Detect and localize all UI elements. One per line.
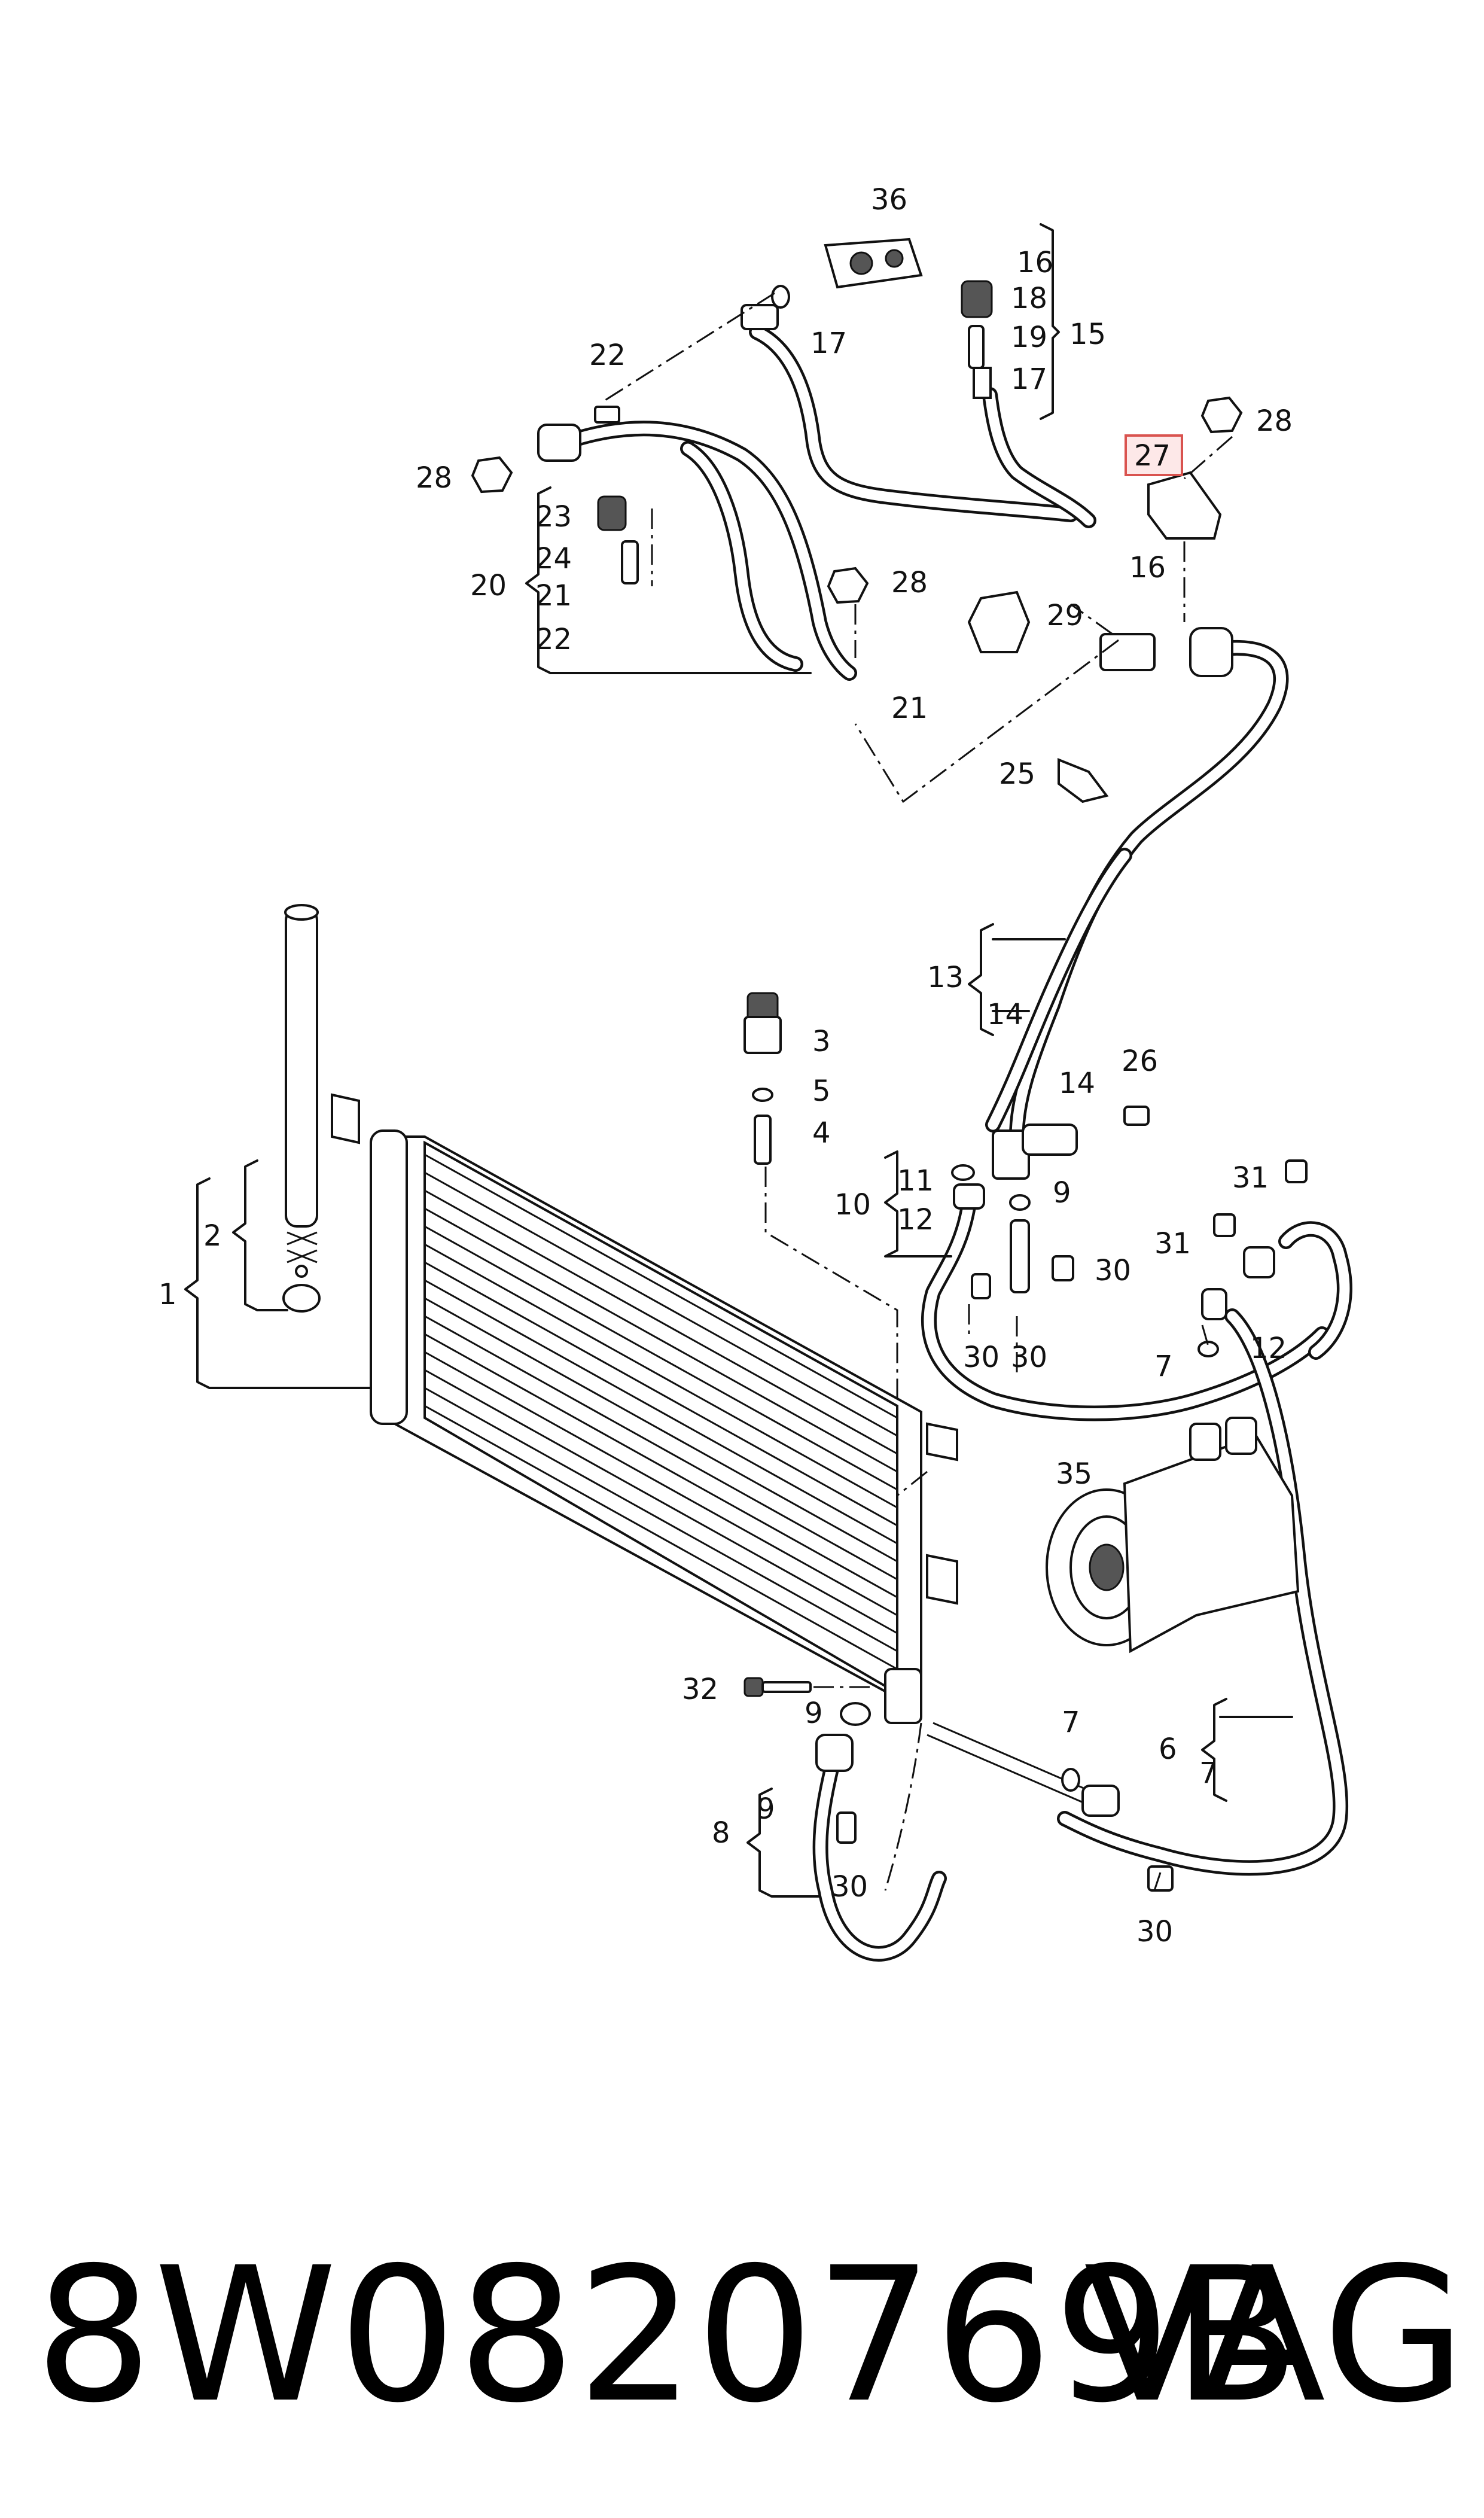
callout-9: 9 <box>757 1792 775 1826</box>
callout-1: 1 <box>159 1278 177 1311</box>
callout-28: 28 <box>891 566 928 599</box>
callout-36: 36 <box>871 183 907 217</box>
bolts-30-31 <box>971 1159 1308 1357</box>
callout-28: 28 <box>416 461 452 495</box>
nut-28-top-right <box>1200 396 1243 434</box>
callout-9: 9 <box>805 1697 823 1730</box>
callout-6: 6 <box>1159 1733 1177 1766</box>
condenser-fins <box>424 1153 898 1670</box>
brand-label: VAG <box>1083 2228 1466 2444</box>
fitting-17-oring <box>741 285 790 330</box>
clip-25 <box>1058 758 1109 803</box>
callout-30: 30 <box>1136 1915 1173 1948</box>
callout-24: 24 <box>535 542 572 576</box>
callout-12: 12 <box>1250 1332 1287 1365</box>
callout-20: 20 <box>470 569 507 602</box>
callout-35: 35 <box>1056 1457 1092 1491</box>
fittings-11-12-9 <box>951 1164 1031 1293</box>
callout-5: 5 <box>812 1074 831 1108</box>
expansion-valve-36 <box>824 238 923 289</box>
callout-17: 17 <box>1011 363 1047 396</box>
callout-21: 21 <box>535 579 572 613</box>
callout-10: 10 <box>834 1188 871 1222</box>
callout-30: 30 <box>963 1341 1000 1374</box>
pressure-sensor-3 <box>743 992 782 1165</box>
callout-31: 31 <box>1232 1161 1269 1195</box>
sensor-29 <box>967 590 1031 653</box>
callout-17: 17 <box>810 327 847 360</box>
callout-23: 23 <box>535 500 572 534</box>
callout-18: 18 <box>1011 282 1047 315</box>
callout-9: 9 <box>1053 1176 1071 1210</box>
footer: 8W0820769B VAG <box>0 2208 1484 2465</box>
fitting-22 <box>537 406 620 462</box>
callout-26: 26 <box>1122 1045 1158 1078</box>
callout-13: 13 <box>927 961 964 994</box>
bottom-fittings <box>815 1702 1174 1892</box>
leader-lines <box>604 292 1233 1891</box>
ac-parts-diagram: 36 16 18 15 19 17 17 22 28 27 28 23 24 2… <box>159 183 1352 1962</box>
group-brackets <box>184 223 1293 1898</box>
callout-3: 3 <box>812 1025 831 1058</box>
callout-19: 19 <box>1011 321 1047 354</box>
nut-28-mid <box>827 567 869 604</box>
callout-14: 14 <box>1059 1067 1095 1100</box>
callout-8: 8 <box>712 1816 730 1850</box>
refrigerant-pipes <box>548 324 1352 1962</box>
callout-22: 22 <box>535 623 572 656</box>
callout-31: 31 <box>1154 1227 1191 1260</box>
callout-22: 22 <box>589 339 626 372</box>
callout-2: 2 <box>203 1219 222 1253</box>
callout-12: 12 <box>897 1203 934 1237</box>
service-valve-15 <box>961 280 993 399</box>
nut-28-top-left <box>471 456 513 494</box>
service-valve-20 <box>597 495 639 584</box>
callout-30: 30 <box>1095 1254 1131 1287</box>
receiver-drier <box>282 904 321 1313</box>
callout-15: 15 <box>1069 318 1106 351</box>
callout-30: 30 <box>1011 1341 1047 1374</box>
callout-11: 11 <box>897 1164 934 1198</box>
bolt-32 <box>743 1677 812 1697</box>
callout-30: 30 <box>831 1870 868 1904</box>
callout-32: 32 <box>682 1673 718 1706</box>
callout-4: 4 <box>812 1116 831 1150</box>
callout-28: 28 <box>1256 404 1293 438</box>
callout-16: 16 <box>1017 246 1053 279</box>
condenser <box>331 1093 958 1724</box>
clamp-14 <box>992 1106 1150 1180</box>
callout-25: 25 <box>999 757 1035 791</box>
callout-labels: 36 16 18 15 19 17 17 22 28 27 28 23 24 2… <box>159 183 1293 1948</box>
callout-14: 14 <box>987 998 1023 1031</box>
highlight-box-27 <box>1125 434 1183 476</box>
callout-7: 7 <box>1062 1706 1080 1739</box>
callout-16: 16 <box>1129 551 1166 584</box>
callout-21: 21 <box>891 692 928 725</box>
part-number: 8W0820769B <box>35 2228 1302 2444</box>
callout-7: 7 <box>1154 1350 1173 1383</box>
compressor-35 <box>1046 1417 1300 1654</box>
callout-7: 7 <box>1199 1756 1218 1790</box>
bracket-27 <box>1099 471 1233 677</box>
callout-29: 29 <box>1047 599 1083 632</box>
callout-27: 27 <box>1134 439 1171 473</box>
